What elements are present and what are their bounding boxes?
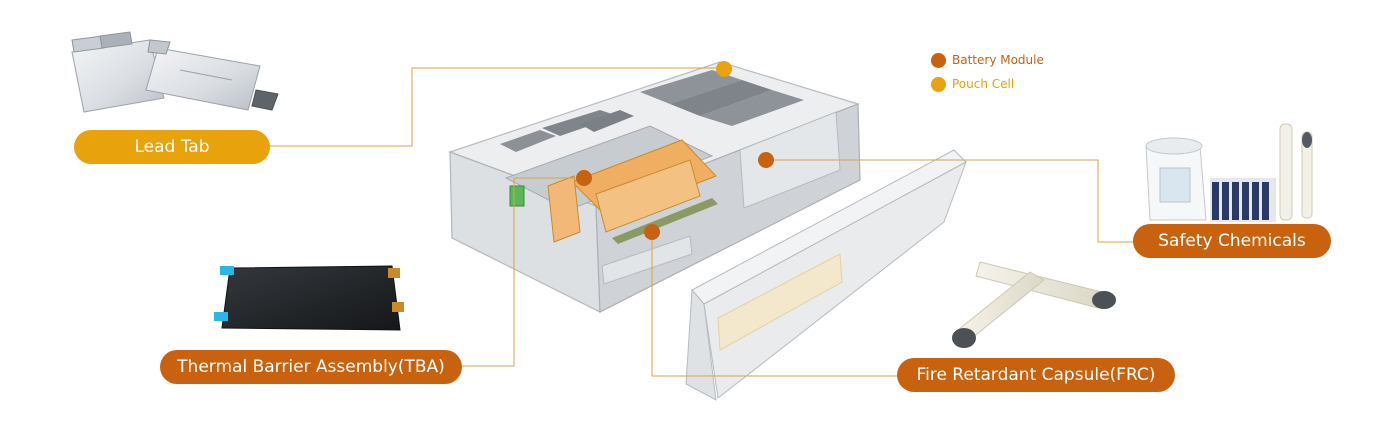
callout-tba: Thermal Barrier Assembly(TBA) <box>160 350 462 384</box>
callout-lead-tab: Lead Tab <box>74 130 270 164</box>
marker-lead-tab <box>716 61 732 77</box>
callout-safety-chemicals: Safety Chemicals <box>1133 224 1331 258</box>
legend-label-battery-module: Battery Module <box>952 53 1044 67</box>
leader-line-safety-chemicals <box>766 159 1140 243</box>
callout-tba-label: Thermal Barrier Assembly(TBA) <box>177 357 445 377</box>
legend-label-pouch-cell: Pouch Cell <box>952 77 1015 91</box>
thermal-barrier-sheet-picture <box>214 265 404 331</box>
battery-module-cutaway-picture <box>448 61 861 313</box>
side-cover-panel-picture <box>685 149 967 401</box>
marker-frc <box>644 224 660 240</box>
leader-line-tba <box>460 177 584 367</box>
leader-lines <box>268 67 1140 377</box>
legend: Battery Module Pouch Cell <box>931 48 1044 96</box>
marker-tba <box>576 170 592 186</box>
legend-swatch-battery-module <box>931 52 946 68</box>
legend-item-battery-module: Battery Module <box>931 48 1044 72</box>
callout-lead-tab-label: Lead Tab <box>134 137 210 157</box>
chemical-containers-picture <box>1145 123 1313 222</box>
pouch-cells-picture <box>71 31 279 113</box>
callout-frc-label: Fire Retardant Capsule(FRC) <box>916 365 1156 385</box>
legend-swatch-pouch-cell <box>931 76 946 92</box>
leader-line-lead-tab <box>268 67 722 147</box>
marker-safety-chemicals <box>758 152 774 168</box>
callout-frc: Fire Retardant Capsule(FRC) <box>897 358 1175 392</box>
callout-safety-chemicals-label: Safety Chemicals <box>1158 231 1306 251</box>
legend-item-pouch-cell: Pouch Cell <box>931 72 1044 96</box>
leader-line-frc <box>651 232 898 377</box>
fire-retardant-capsules-picture <box>952 261 1116 348</box>
